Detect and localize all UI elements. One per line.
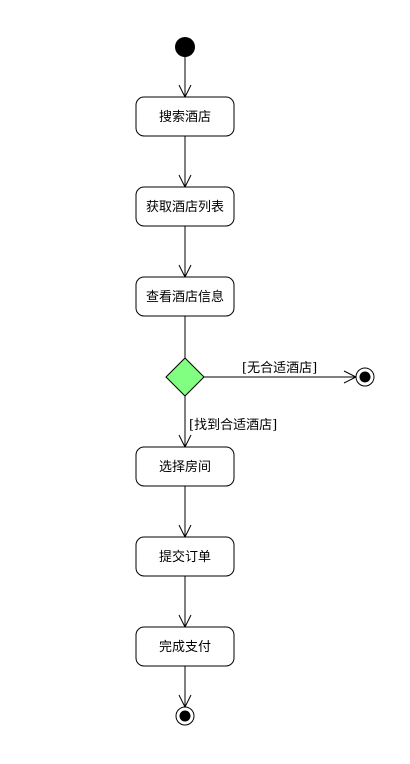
decision-node [165,357,205,397]
activity-label: 搜索酒店 [159,110,211,125]
activity-select-room: 选择房间 [135,446,235,487]
activity-label: 完成支付 [159,640,211,655]
activity-submit-order: 提交订单 [135,536,235,577]
activity-search-hotel: 搜索酒店 [135,96,235,137]
final-node-side [355,367,375,387]
activity-label: 查看酒店信息 [146,289,224,305]
activity-get-hotel-list: 获取酒店列表 [135,186,235,227]
activity-view-hotel-info: 查看酒店信息 [135,276,235,317]
activity-complete-payment: 完成支付 [135,626,235,667]
initial-node [175,37,195,57]
guard-found-suitable-hotel: [找到合适酒店] [189,418,277,433]
activity-label: 获取酒店列表 [146,200,224,215]
final-node-bottom [175,706,195,726]
activity-label: 提交订单 [159,549,211,565]
guard-no-suitable-hotel: [无合适酒店] [242,361,317,376]
activity-label: 选择房间 [159,459,211,475]
